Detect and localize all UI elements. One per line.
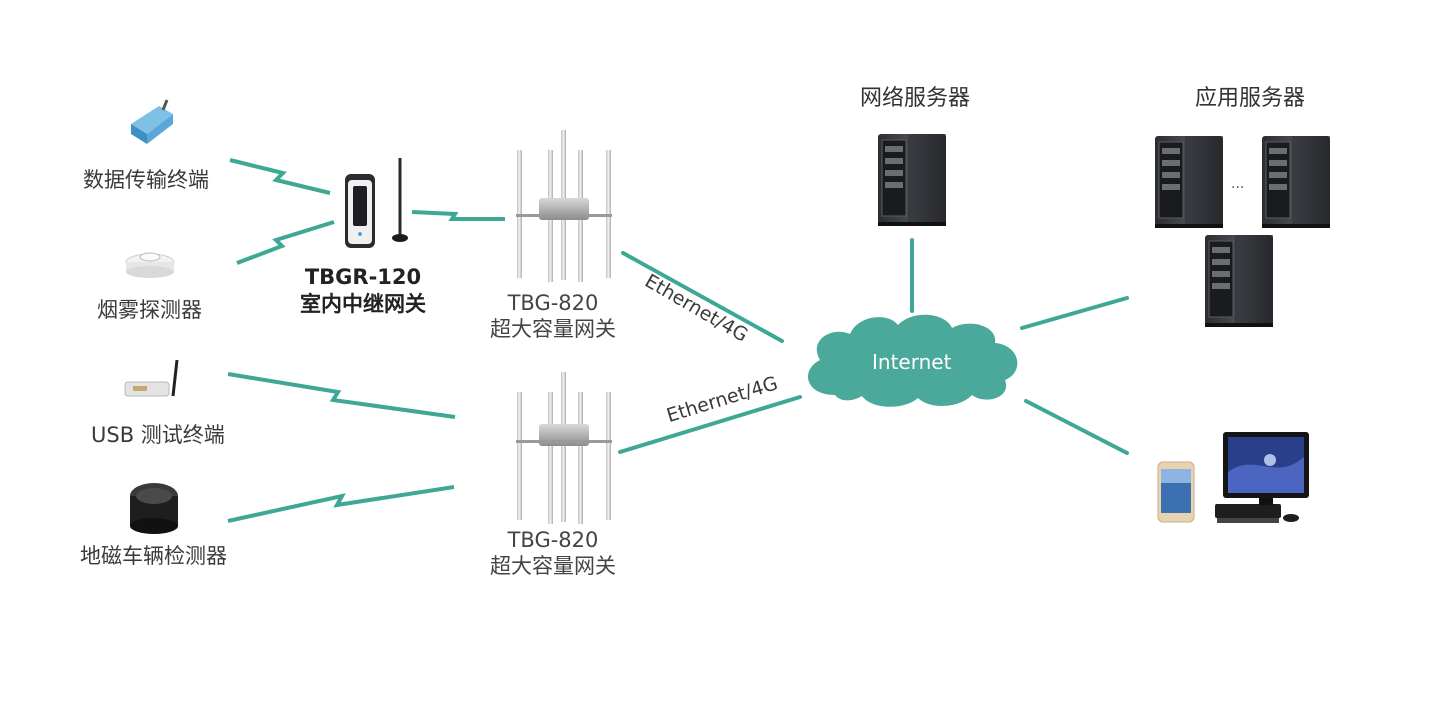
- link-data-terminal: [229, 158, 331, 195]
- internet-label: Internet: [872, 350, 952, 374]
- gateway-top-icon: [516, 130, 612, 282]
- gateway-top-name: 超大容量网关: [490, 317, 616, 341]
- application-server-icon-1: [1154, 135, 1224, 229]
- link-smoke-detector: [236, 220, 335, 265]
- gateway-bottom-name: 超大容量网关: [490, 554, 616, 578]
- usb-terminal-icon: [124, 359, 179, 397]
- smoke-detector-icon: [125, 252, 175, 278]
- relay-gateway-name: 室内中继网关: [300, 292, 426, 316]
- relay-gateway-device-icon: [345, 158, 408, 248]
- gateway-top-label: TBG-820 超大容量网关: [490, 290, 616, 342]
- geomagnetic-detector-icon: [130, 483, 178, 534]
- link-cloud-app-server: [1020, 296, 1129, 330]
- relay-gateway-model: TBGR-120: [304, 265, 422, 289]
- link-usb-terminal: [227, 372, 456, 419]
- internet-cloud: [808, 314, 1018, 407]
- network-server-icon: [877, 133, 947, 227]
- gateway-top-model: TBG-820: [507, 291, 599, 315]
- network-server-label: 网络服务器: [860, 86, 971, 111]
- data-terminal-label: 数据传输终端: [83, 168, 209, 192]
- desktop-computer-icon: [1215, 432, 1309, 523]
- application-server-icon-2: [1261, 135, 1331, 229]
- smoke-detector-label: 烟雾探测器: [97, 298, 202, 322]
- gateway-bottom-icon: [516, 372, 612, 524]
- application-server-label: 应用服务器: [1195, 86, 1306, 111]
- link-relay-gateway: [411, 210, 505, 221]
- server-ellipsis: ...: [1231, 176, 1245, 192]
- application-server-icon-3: [1204, 234, 1274, 328]
- relay-gateway-label: TBGR-120 室内中继网关: [300, 264, 426, 318]
- link-gateway-bottom-cloud: [618, 395, 802, 454]
- link-gateway-top-cloud: [621, 251, 784, 343]
- link-geomagnetic: [227, 485, 455, 523]
- wired-links: [618, 238, 1129, 455]
- data-terminal-icon: [131, 99, 173, 144]
- link-cloud-client: [1024, 399, 1129, 455]
- wireless-links: [227, 158, 505, 523]
- gateway-bottom-model: TBG-820: [507, 528, 599, 552]
- usb-terminal-label: USB 测试终端: [91, 423, 225, 447]
- geomagnetic-detector-label: 地磁车辆检测器: [80, 544, 227, 568]
- gateway-bottom-label: TBG-820 超大容量网关: [490, 527, 616, 579]
- smartphone-icon: [1157, 461, 1195, 523]
